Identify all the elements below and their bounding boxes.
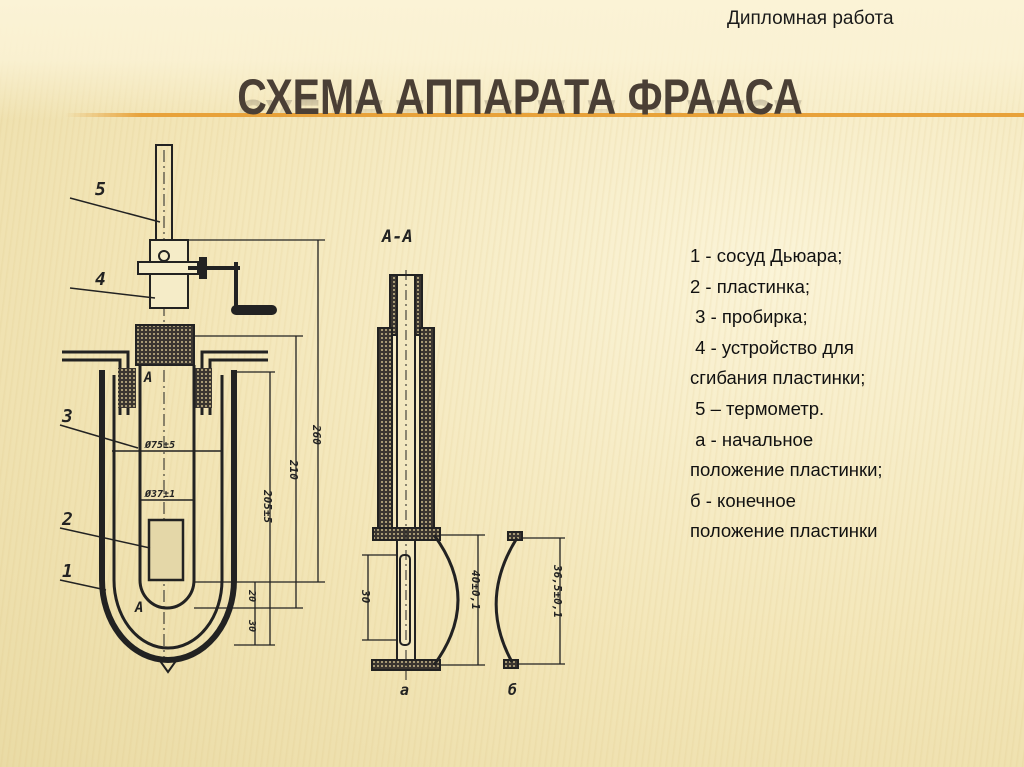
label-2: 2	[61, 509, 73, 530]
slide-title: СХЕМА АППАРАТА ФРААСА	[237, 69, 803, 125]
dim-30: 30	[246, 619, 257, 632]
header-background	[0, 0, 1024, 120]
dim-210: 210	[287, 459, 300, 480]
dim-inner-diameter: Ø37±1	[144, 488, 175, 500]
dim-outer-diameter: Ø75±5	[144, 439, 175, 451]
label-4: 4	[95, 269, 106, 290]
plate-initial	[432, 534, 460, 666]
position-a-label: а	[400, 681, 409, 699]
parts-legend: 1 - сосуд Дьюара; 2 - пластинка; 3 - про…	[690, 241, 883, 547]
dim-260: 260	[310, 424, 323, 445]
legend-item: сгибания пластинки;	[690, 367, 866, 389]
dim-plate-a: 40±0,1	[469, 570, 482, 610]
legend-item: б - конечное	[690, 489, 796, 511]
main-labels: 5 4 3 2 1 А А Ø75±5 Ø37±1 260 210 205±5 …	[61, 179, 323, 632]
legend-item: 5 – термометр.	[690, 397, 825, 419]
section-title: А-А	[381, 227, 413, 247]
title-rule	[65, 113, 1024, 117]
dewar-vessel	[99, 370, 237, 663]
position-b-label: б	[508, 681, 517, 699]
legend-item: положение пластинки;	[690, 459, 883, 481]
plate	[147, 518, 185, 582]
section-mark-top: А	[143, 370, 152, 386]
dim-205: 205±5	[261, 489, 274, 523]
dim-plate-30: 30	[359, 589, 372, 604]
legend-item: а - начальное	[690, 428, 814, 450]
label-5: 5	[95, 179, 106, 200]
section-mark-bottom: А	[134, 600, 143, 616]
legend-item: 2 - пластинка;	[690, 275, 811, 297]
main-apparatus	[59, 144, 325, 674]
legend-item: 4 - устройство для	[690, 336, 854, 358]
dim-plate-b: 36,5±0,1	[551, 564, 564, 618]
label-3: 3	[61, 406, 73, 427]
section-view	[362, 270, 565, 680]
slide-subtitle: Дипломная работа	[727, 8, 894, 29]
plate-final	[494, 537, 519, 663]
label-1: 1	[62, 561, 73, 582]
dim-20: 20	[246, 589, 257, 602]
test-tube	[138, 365, 196, 610]
legend-item: 3 - пробирка;	[690, 306, 808, 328]
legend-item: 1 - сосуд Дьюара;	[690, 245, 843, 266]
stopper	[135, 324, 195, 366]
legend-item: положение пластинки	[690, 520, 878, 542]
section-labels: А-А 30 40±0,1 36,5±0,1 а б	[359, 227, 564, 699]
